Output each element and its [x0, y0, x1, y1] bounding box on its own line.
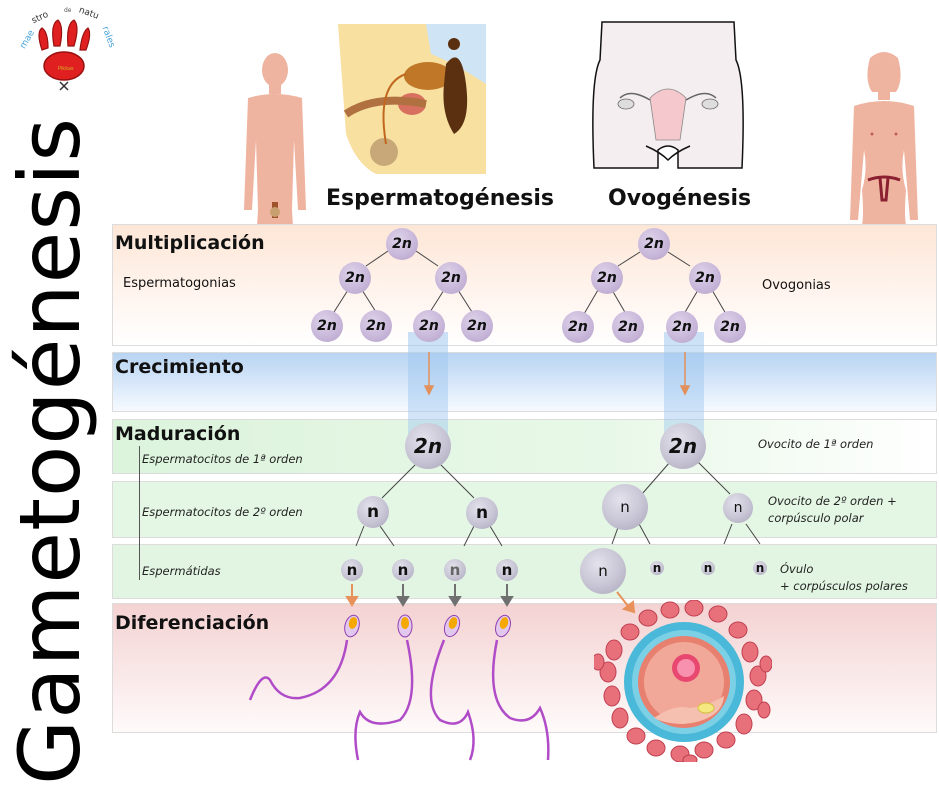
- sperm-cell: [491, 639, 550, 761]
- spermatid-arrow-3: [448, 584, 462, 607]
- phase-title-growth: Crecimiento: [115, 356, 244, 378]
- primary-oocyte-cell: 2n: [660, 423, 706, 469]
- spermatogenesis-header: Espermatogénesis: [326, 186, 555, 211]
- maturation-panel-primary: [112, 419, 937, 474]
- secondary-oocyte-cell: n: [602, 484, 648, 530]
- label-ovum-line2: + corpúsculos polares: [780, 579, 908, 593]
- label-spermatogonia: Espermatogonias: [123, 276, 236, 291]
- spermatid-cell: n: [392, 559, 414, 581]
- sperm-heads: [344, 614, 511, 638]
- polar-body-cell: n: [753, 561, 767, 575]
- polar-body-cell: n: [723, 493, 753, 523]
- spermatogonium-cell: 2n: [339, 262, 371, 294]
- sperm-cell: [429, 639, 475, 761]
- label-spermatids: Espermátidas: [142, 564, 221, 578]
- oogonium-cell: 2n: [612, 311, 644, 343]
- label-secondary-oocyte-line1: Ovocito de 2º orden +: [768, 494, 897, 508]
- spermatogonium-cell: 2n: [461, 310, 493, 342]
- differentiation-panel: [112, 603, 937, 733]
- spermatogonium-cell: 2n: [311, 310, 343, 342]
- oogonium-cell: 2n: [714, 311, 746, 343]
- oogonium-cell: 2n: [591, 262, 623, 294]
- spermatid-cell: n: [444, 559, 466, 581]
- secondary-spermatocyte-cell: n: [357, 496, 389, 528]
- ovum-arrow: [616, 591, 636, 614]
- maturation-bracket-line: [139, 446, 140, 580]
- spermatid-cell: n: [341, 559, 363, 581]
- spermatogonium-cell: 2n: [360, 310, 392, 342]
- ovum-cell: n: [580, 548, 626, 594]
- label-secondary-oocyte-line2: corpúsculo polar: [768, 511, 864, 525]
- phase-title-maturation: Maduración: [115, 423, 241, 445]
- phase-title-differentiation: Diferenciación: [115, 612, 270, 634]
- label-secondary-spermatocytes: Espermatocitos de 2º orden: [142, 505, 303, 519]
- polar-body-cell: n: [650, 561, 664, 575]
- female-pelvis-illustration: [590, 20, 746, 170]
- spermatogonium-cell: 2n: [413, 310, 445, 342]
- logo: mae stro de natu rales Pikkas: [14, 2, 117, 94]
- polar-body-cell: n: [701, 561, 715, 575]
- label-oogonia: Ovogonias: [762, 278, 831, 293]
- svg-text:de: de: [64, 7, 72, 14]
- oogonium-cell: 2n: [689, 262, 721, 294]
- sperm-cell: [248, 639, 349, 701]
- oogenesis-header: Ovogénesis: [608, 186, 752, 211]
- spermatid-arrow-2: [396, 584, 410, 607]
- maturation-panel-secondary: [112, 481, 937, 538]
- label-primary-oocyte: Ovocito de 1ª orden: [758, 437, 874, 451]
- paw-print-icon: mae stro de natu rales Pikkas: [18, 5, 117, 91]
- spermatid-cell: n: [496, 559, 518, 581]
- label-ovum-line1: Óvulo: [780, 562, 814, 576]
- spermatid-arrow-4: [500, 584, 514, 607]
- spermatogonium-cell: 2n: [435, 262, 467, 294]
- multiplication-panel: [112, 224, 937, 346]
- spermatid-arrow-1: [345, 584, 359, 607]
- oogonium-cell: 2n: [666, 311, 698, 343]
- growth-arrow-male: [423, 352, 435, 396]
- svg-text:Pikkas: Pikkas: [58, 66, 74, 72]
- label-primary-spermatocytes: Espermatocitos de 1ª orden: [142, 452, 303, 466]
- phase-title-multiplication: Multiplicación: [115, 232, 265, 254]
- male-reproductive-system-illustration: [336, 24, 488, 174]
- growth-panel: [112, 352, 937, 412]
- growth-arrow-female: [679, 352, 691, 396]
- ovum-illustration: [591, 599, 773, 766]
- oogonium-cell: 2n: [638, 228, 670, 260]
- sperm-cell: [354, 639, 414, 761]
- oogonium-cell: 2n: [562, 311, 594, 343]
- secondary-spermatocyte-cell: n: [466, 497, 498, 529]
- primary-spermatocyte-cell: 2n: [405, 423, 451, 469]
- maturation-panel-spermatids: [112, 544, 937, 599]
- label-ovum: Óvulo + corpúsculos polares: [780, 561, 908, 595]
- spermatogonium-cell: 2n: [386, 228, 418, 260]
- label-secondary-oocyte: Ovocito de 2º orden + corpúsculo polar: [768, 493, 897, 527]
